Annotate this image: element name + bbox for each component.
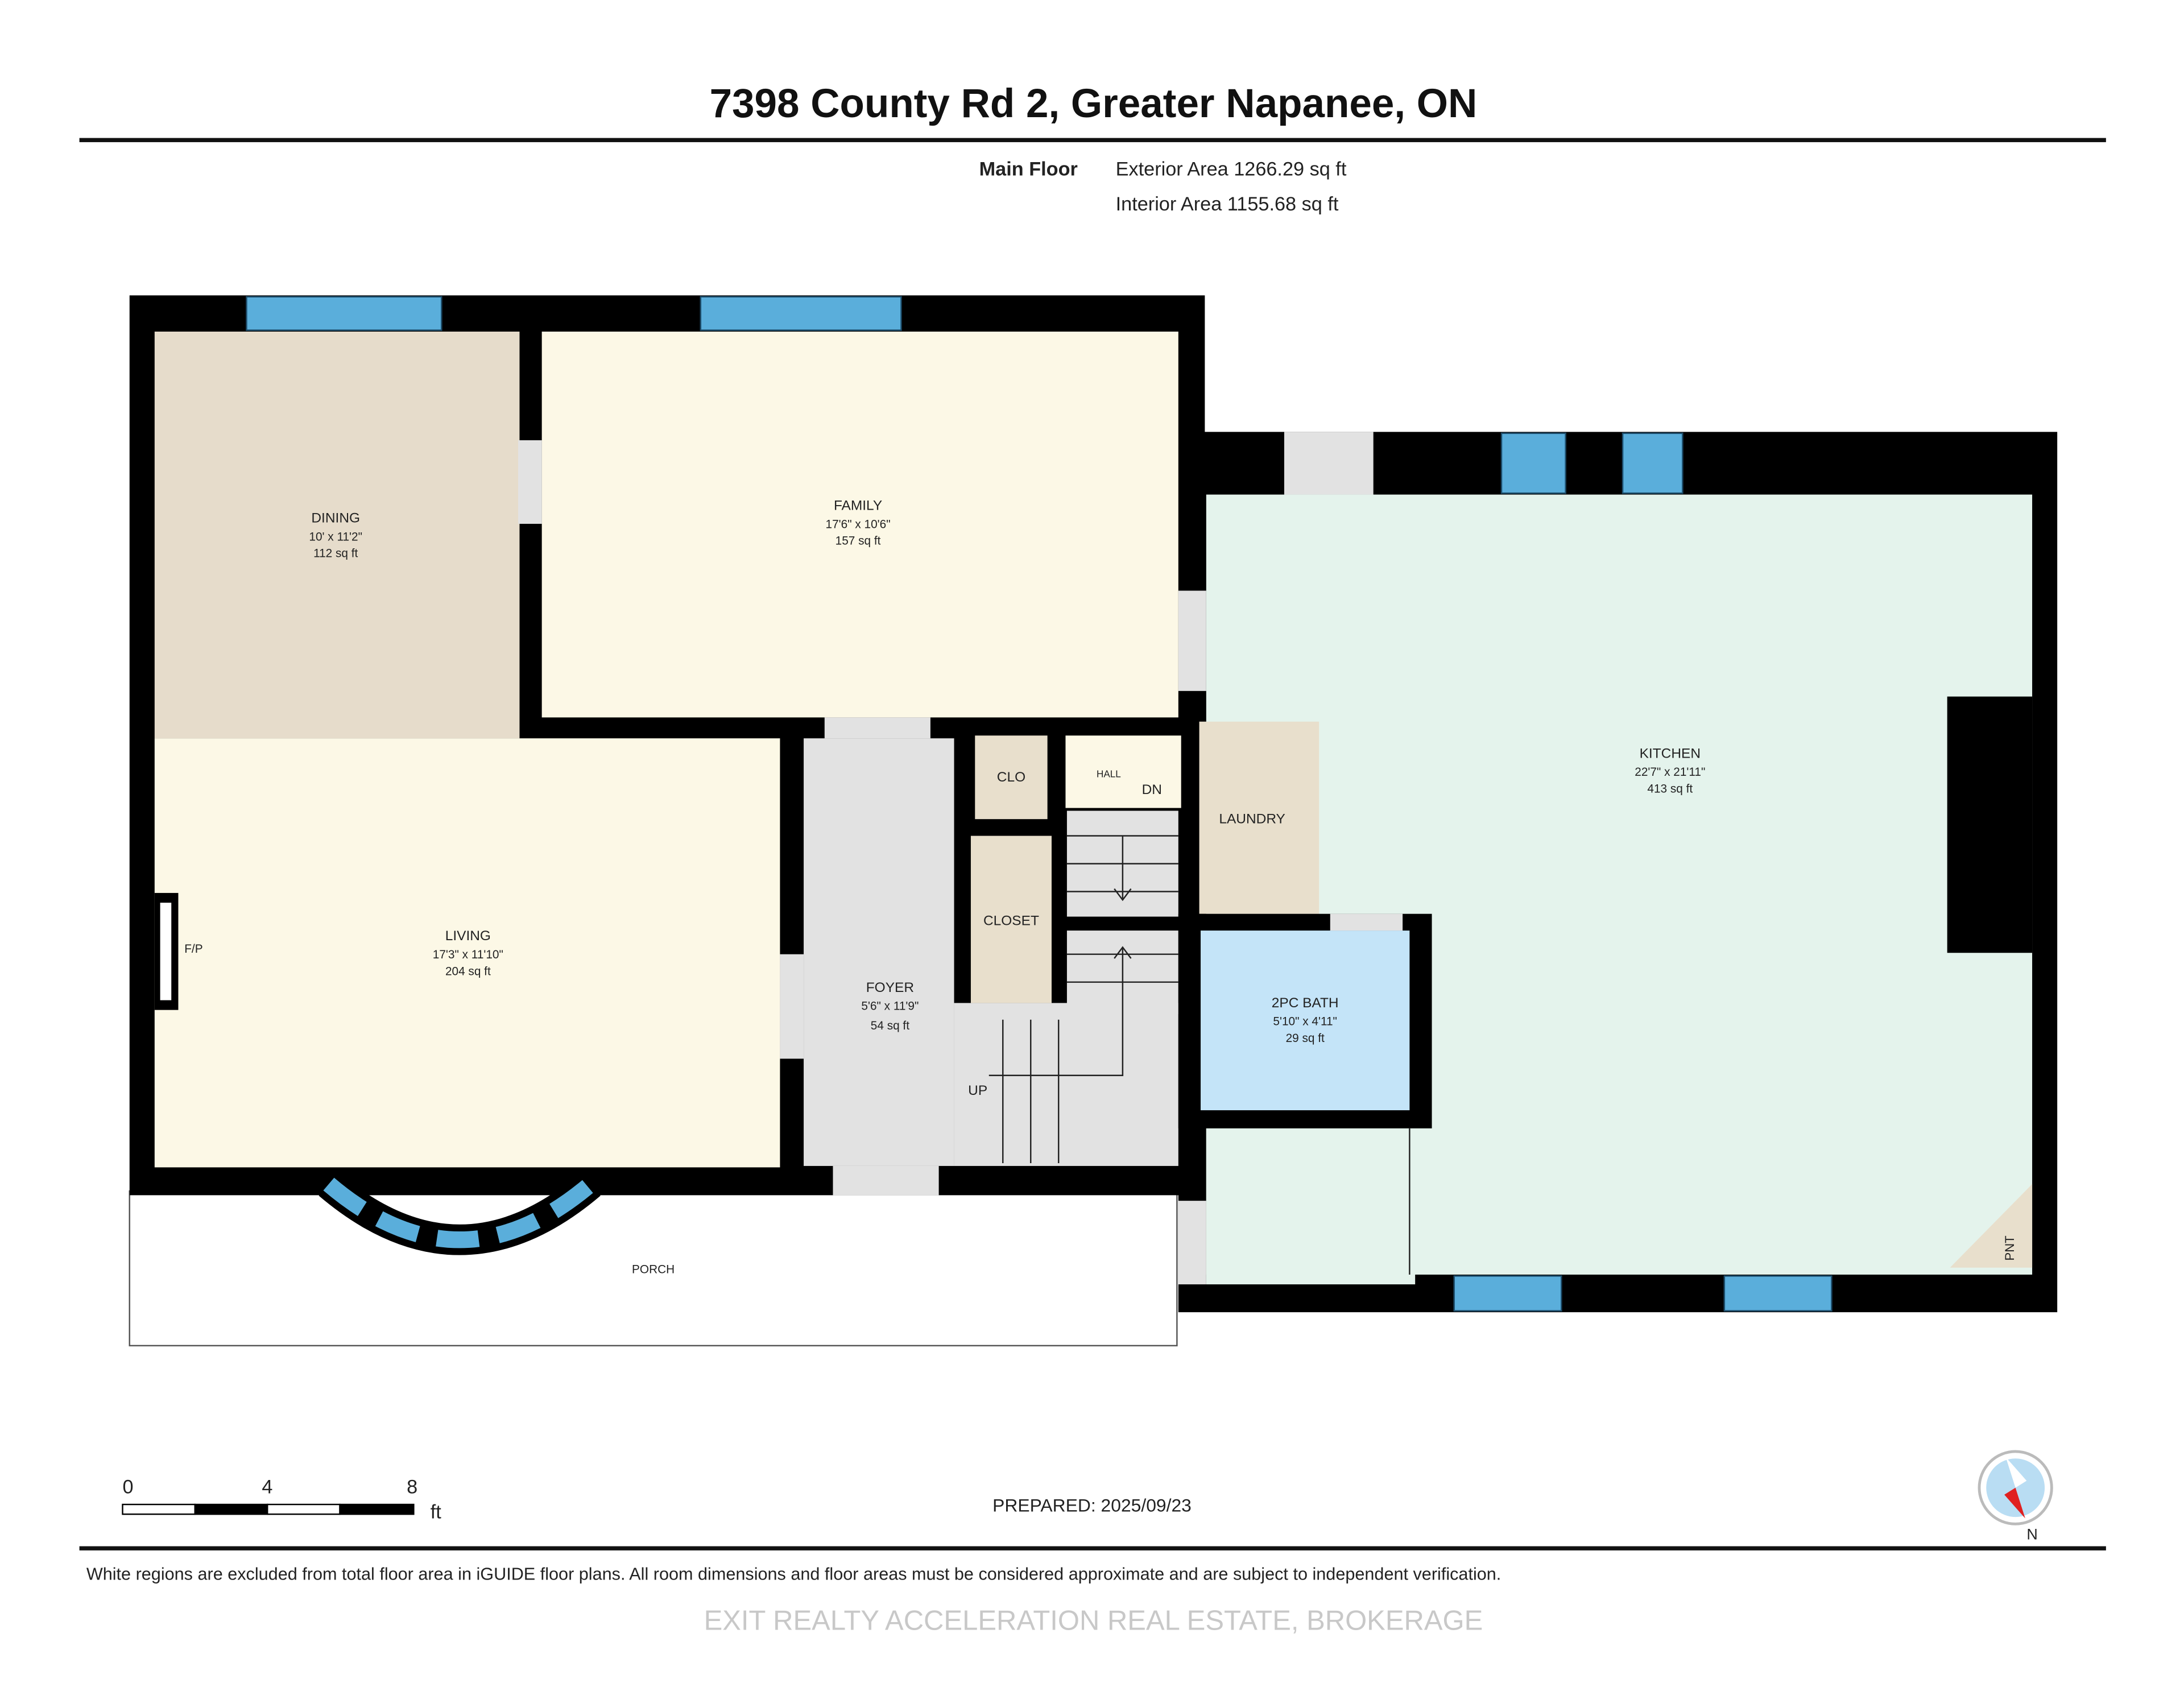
room-dining [154,332,520,739]
stair-treads [988,835,1178,1164]
room-area: 29 sq ft [1286,1032,1325,1045]
room-dims: 5'6" x 11'9" [861,1000,919,1013]
kitchen-island-wall [1947,696,2033,953]
room-name: CLO [997,770,1025,785]
room-name: PNT [2003,1235,2017,1260]
door-opening [833,1165,939,1196]
watermark: EXIT REALTY ACCELERATION REAL ESTATE, BR… [704,1605,1483,1636]
scale-tick: 8 [407,1476,417,1498]
fireplace-label: F/P [184,942,202,956]
room-laundry [1199,721,1320,914]
porch-label: PORCH [632,1263,675,1276]
room-dims: 17'6" x 10'6" [826,518,891,531]
room-name: KITCHEN [1640,746,1701,761]
footer-divider [79,1546,2106,1550]
kitchen-entry [1206,1128,1416,1285]
scale-tick: 4 [262,1476,272,1498]
door-opening [1284,432,1374,495]
room-hall [1065,735,1181,808]
room-dims: 5'10" x 4'11" [1273,1015,1337,1028]
scale-bar [122,1503,415,1515]
stairs-up-label: UP [968,1083,987,1098]
scale-unit: ft [431,1502,442,1523]
room-closet [970,836,1052,1003]
fireplace-inner [160,903,172,1000]
scale-tick: 0 [123,1476,134,1498]
page-title: 7398 County Rd 2, Greater Napanee, ON [710,81,1478,126]
compass-label: N [2026,1525,2037,1543]
room-name: FOYER [866,980,914,995]
room-family [541,332,1178,718]
opening [824,717,930,739]
stair-area [954,1003,1178,1166]
room-name: LIVING [445,928,491,944]
room-area: 204 sq ft [445,965,491,978]
compass-icon [1978,1450,2053,1525]
room-dims: 22'7" x 21'11" [1635,766,1705,779]
room-name: LAUNDRY [1219,811,1285,826]
room-area: 413 sq ft [1647,783,1693,796]
room-dims: 17'3" x 11'10" [433,948,503,961]
stairs-down-label: DN [1142,782,1162,797]
room-area: 54 sq ft [871,1019,909,1032]
windows [246,296,1833,1312]
room-name: 2PC BATH [1272,995,1339,1011]
room-bath [1201,931,1410,1110]
door-opening [1330,913,1403,931]
porch [129,1190,1178,1347]
room-dims: 10' x 11'2" [309,530,362,543]
opening [780,954,804,1059]
room-area: 157 sq ft [835,535,881,548]
interior-area: Interior Area 1155.68 sq ft [1116,193,1339,215]
room-name: FAMILY [834,498,882,513]
bay-window-glass [323,1177,596,1248]
room-clo [975,735,1048,820]
title-divider [79,138,2106,142]
room-name: DINING [311,511,360,526]
room-name: HALL [1097,768,1121,780]
room-foyer [804,738,954,1166]
room-living [154,738,780,1168]
exterior-area: Exterior Area 1266.29 sq ft [1116,159,1347,180]
opening [1178,590,1206,691]
door-opening [1178,1201,1206,1285]
room-area: 112 sq ft [313,547,358,560]
opening [518,440,542,524]
room-name: CLOSET [983,913,1039,928]
floor-label: Main Floor [979,159,1078,180]
disclaimer: White regions are excluded from total fl… [86,1564,1501,1583]
prepared-date: PREPARED: 2025/09/23 [992,1495,1192,1515]
